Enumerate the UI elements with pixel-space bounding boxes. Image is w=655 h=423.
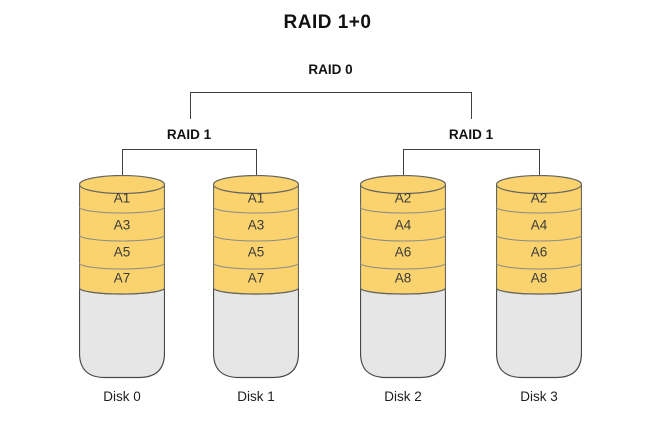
segment-label: A7 bbox=[114, 271, 131, 286]
disk-top-ellipse bbox=[213, 175, 299, 195]
segment-divider bbox=[213, 234, 299, 242]
disk-2-label: Disk 2 bbox=[384, 389, 422, 404]
segment-label: A1 bbox=[248, 191, 265, 206]
disk-1-label: Disk 1 bbox=[237, 389, 275, 404]
raid1-right-label: RAID 1 bbox=[448, 127, 494, 142]
raid0-label: RAID 0 bbox=[308, 62, 353, 77]
segment-label: A5 bbox=[114, 245, 131, 260]
raid0-bracket bbox=[190, 92, 472, 119]
segment-label: A6 bbox=[395, 245, 412, 260]
disk-free-space bbox=[79, 287, 165, 379]
segment-divider bbox=[360, 234, 446, 242]
raid1-left-label: RAID 1 bbox=[166, 127, 212, 142]
disk-top-ellipse bbox=[496, 175, 582, 195]
segment-divider bbox=[496, 262, 582, 270]
disk-top-ellipse bbox=[360, 175, 446, 195]
segment-label: A1 bbox=[114, 191, 131, 206]
disk-free-space bbox=[496, 287, 582, 379]
raid1-left-bracket bbox=[122, 149, 257, 176]
segment-divider bbox=[496, 206, 582, 214]
disk-free-space bbox=[360, 287, 446, 379]
segment-label: A8 bbox=[395, 271, 412, 286]
segment-label: A4 bbox=[395, 218, 412, 233]
segment-label: A5 bbox=[248, 245, 265, 260]
segment-divider bbox=[496, 234, 582, 242]
segment-divider bbox=[360, 206, 446, 214]
disk-3-cylinder: A2 A4 A6 A8 bbox=[496, 175, 582, 379]
segment-label: A2 bbox=[395, 191, 412, 206]
disk-0-cylinder: A1 A3 A5 A7 bbox=[79, 175, 165, 379]
segment-label: A4 bbox=[531, 218, 548, 233]
raid1-right-bracket bbox=[403, 149, 540, 176]
segment-label: A8 bbox=[531, 271, 548, 286]
segment-divider bbox=[79, 206, 165, 214]
segment-divider bbox=[213, 206, 299, 214]
segment-divider bbox=[79, 234, 165, 242]
disk-2-cylinder: A2 A4 A6 A8 bbox=[360, 175, 446, 379]
segment-label: A7 bbox=[248, 271, 265, 286]
disk-1-cylinder: A1 A3 A5 A7 bbox=[213, 175, 299, 379]
segment-divider bbox=[213, 262, 299, 270]
disk-top-ellipse bbox=[79, 175, 165, 195]
segment-label: A2 bbox=[531, 191, 548, 206]
disk-0-label: Disk 0 bbox=[103, 389, 141, 404]
disk-free-space bbox=[213, 287, 299, 379]
segment-label: A3 bbox=[248, 218, 265, 233]
segment-label: A6 bbox=[531, 245, 548, 260]
segment-divider bbox=[360, 262, 446, 270]
segment-divider bbox=[79, 262, 165, 270]
segment-label: A3 bbox=[114, 218, 131, 233]
disk-3-label: Disk 3 bbox=[520, 389, 558, 404]
diagram-title: RAID 1+0 bbox=[283, 12, 372, 33]
